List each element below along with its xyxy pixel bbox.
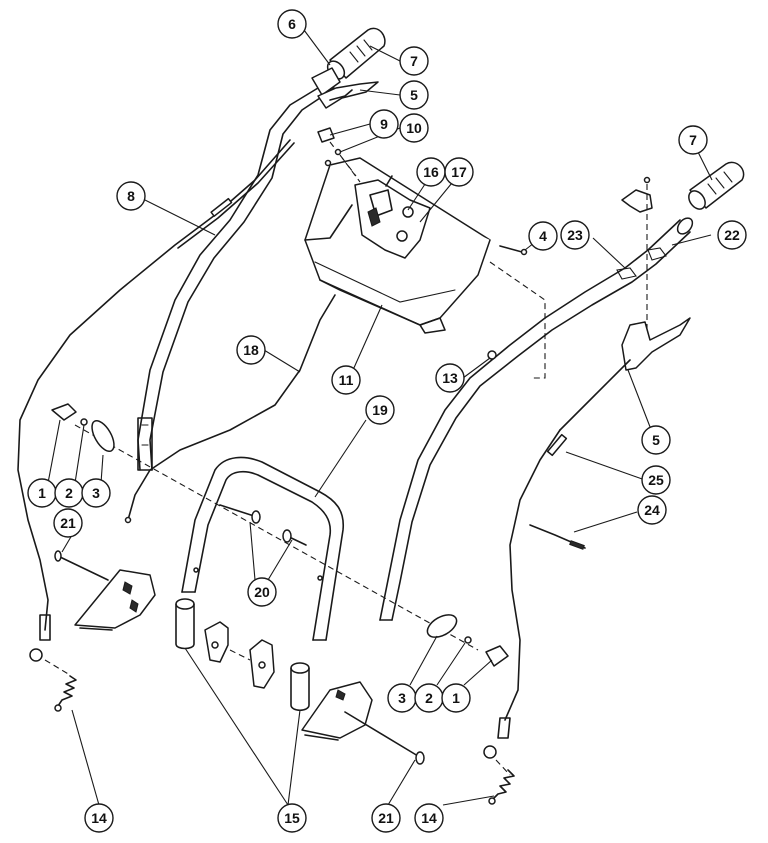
callout-3-right: 3	[387, 683, 417, 713]
svg-text:6: 6	[288, 16, 296, 32]
callout-20: 20	[247, 577, 277, 607]
callout-2-left: 2	[54, 478, 84, 508]
spring-14-left	[54, 675, 77, 712]
svg-text:8: 8	[127, 188, 135, 204]
svg-text:14: 14	[91, 810, 107, 826]
cable-8	[17, 139, 295, 676]
svg-text:2: 2	[425, 690, 433, 706]
callout-19: 19	[365, 395, 395, 425]
svg-text:13: 13	[442, 370, 458, 386]
callout-21-left: 21	[53, 508, 83, 538]
svg-text:7: 7	[689, 132, 697, 148]
callout-13: 13	[435, 363, 465, 393]
control-panel	[304, 157, 491, 334]
callout-1-left: 1	[27, 478, 57, 508]
rod-24	[529, 524, 586, 550]
callout-3-left: 3	[81, 478, 111, 508]
callout-1-right: 1	[441, 683, 471, 713]
bolt-4	[499, 245, 528, 256]
callout-4: 4	[528, 221, 558, 251]
svg-text:20: 20	[254, 584, 270, 600]
callout-2-right: 2	[414, 683, 444, 713]
callout-7-top-left: 7	[399, 46, 429, 76]
callout-17: 17	[444, 157, 474, 187]
right-bracket	[301, 681, 425, 765]
callout-9: 9	[369, 109, 399, 139]
callout-24: 24	[637, 495, 667, 525]
callout-25: 25	[641, 465, 671, 495]
svg-text:2: 2	[65, 485, 73, 501]
svg-text:1: 1	[38, 485, 46, 501]
callout-22: 22	[717, 220, 747, 250]
callout-11: 11	[331, 365, 361, 395]
right-clamp	[621, 176, 653, 330]
svg-text:14: 14	[421, 810, 437, 826]
left-handle	[137, 79, 335, 471]
callout-5-right: 5	[641, 425, 671, 455]
svg-text:1: 1	[452, 690, 460, 706]
svg-text:19: 19	[372, 402, 388, 418]
spring-14-right	[488, 769, 515, 805]
svg-text:16: 16	[423, 164, 439, 180]
svg-text:7: 7	[410, 53, 418, 69]
leader-lines	[47, 29, 713, 806]
callout-23: 23	[560, 220, 590, 250]
svg-text:5: 5	[410, 87, 418, 103]
nut-13	[487, 350, 497, 360]
callout-21-right: 21	[371, 803, 401, 833]
tube-parts	[175, 598, 310, 712]
left-hardware	[51, 403, 115, 453]
right-lever	[559, 317, 691, 431]
svg-text:4: 4	[539, 228, 547, 244]
svg-text:23: 23	[567, 227, 583, 243]
callout-7-top-right: 7	[678, 125, 708, 155]
bolts-20	[219, 504, 307, 546]
svg-text:21: 21	[378, 810, 394, 826]
svg-text:22: 22	[724, 227, 740, 243]
callout-6: 6	[277, 9, 307, 39]
bolts-9-10	[317, 127, 361, 183]
callout-14-right: 14	[414, 803, 444, 833]
svg-text:3: 3	[92, 485, 100, 501]
svg-text:21: 21	[60, 515, 76, 531]
rod-18	[124, 294, 336, 524]
callout-5-top-left: 5	[399, 80, 429, 110]
callout-18: 18	[236, 335, 266, 365]
callout-14-left: 14	[84, 803, 114, 833]
callout-15: 15	[277, 803, 307, 833]
svg-text:24: 24	[644, 502, 660, 518]
svg-text:3: 3	[398, 690, 406, 706]
svg-text:9: 9	[380, 116, 388, 132]
left-clamp-lever	[311, 67, 379, 109]
callout-16: 16	[416, 157, 446, 187]
callout-10: 10	[399, 113, 429, 143]
svg-text:25: 25	[648, 472, 664, 488]
svg-text:17: 17	[451, 164, 467, 180]
axis-line-main	[74, 424, 479, 651]
svg-text:10: 10	[406, 120, 422, 136]
svg-text:11: 11	[339, 372, 354, 388]
callout-8: 8	[116, 181, 146, 211]
right-handle	[379, 217, 694, 621]
svg-text:18: 18	[243, 342, 259, 358]
right-grip	[688, 161, 745, 210]
cable-25	[483, 429, 568, 776]
left-bracket	[54, 550, 156, 631]
svg-text:5: 5	[652, 432, 660, 448]
svg-text:15: 15	[284, 810, 300, 826]
u-handle	[181, 456, 345, 641]
panel-link-line	[489, 261, 546, 379]
